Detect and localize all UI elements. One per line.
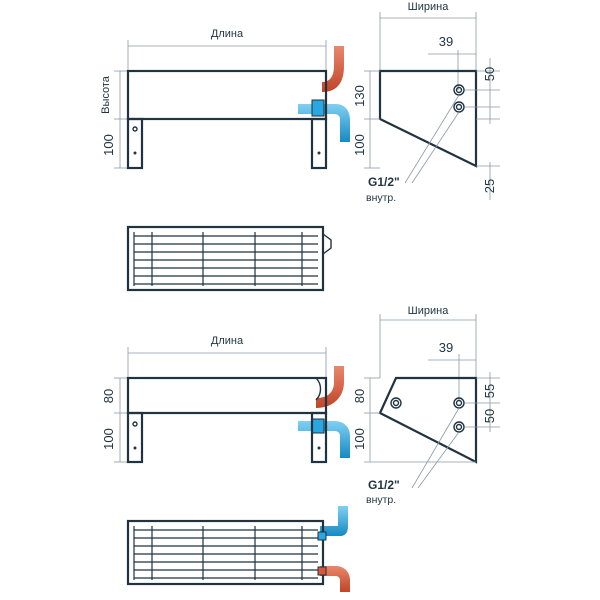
hot-pipe-2 — [316, 366, 344, 408]
length-label-2: Длина — [211, 335, 244, 347]
lower-connection-2 — [453, 421, 465, 433]
thread-label-2: G1/2" — [368, 478, 400, 492]
left-connection — [390, 397, 402, 409]
offset-25-value: 25 — [482, 179, 497, 193]
bottom-plan-view — [126, 506, 350, 592]
right-leg — [310, 117, 328, 170]
leg-height-value: 100 — [101, 134, 116, 156]
top-plan-view — [126, 225, 332, 292]
width-label: Ширина — [408, 1, 450, 13]
hot-pipe-3 — [320, 566, 350, 592]
convector-body-2 — [126, 376, 328, 415]
leg-100-value: 100 — [352, 134, 367, 156]
internal-label-2: внутр. — [366, 494, 396, 506]
cold-pipe — [298, 104, 350, 142]
height-label: Высота — [100, 75, 112, 114]
grille-connector — [322, 233, 332, 255]
length-label: Длина — [211, 28, 244, 40]
left-leg-2 — [126, 411, 144, 464]
offset-50-value-2: 50 — [482, 409, 497, 423]
offset-55-value: 55 — [482, 384, 497, 398]
offset-39-value-2: 39 — [439, 340, 453, 355]
top-side-view: Ширина 39 50 25 130 100 G1/2" внутр. — [352, 1, 500, 204]
upper-connection — [453, 84, 465, 96]
grille-frame — [126, 225, 325, 292]
lower-connection — [453, 101, 465, 113]
height-80-value-2: 80 — [352, 389, 367, 403]
width-label-2: Ширина — [408, 305, 450, 317]
top-front-view: Длина Высота 100 — [100, 28, 350, 170]
side-profile-2 — [378, 376, 478, 464]
right-leg-2 — [310, 411, 328, 464]
bottom-side-view: Ширина 39 80 100 55 50 G1/2" внутр. — [352, 305, 500, 506]
hot-pipe — [322, 46, 344, 92]
offset-39-value: 39 — [439, 34, 453, 49]
cold-pipe-3 — [320, 506, 348, 536]
left-leg — [126, 117, 144, 170]
offset-50-value: 50 — [482, 67, 497, 81]
internal-label: внутр. — [366, 192, 396, 204]
leg-100-value-2: 100 — [101, 428, 116, 450]
convector-body — [126, 69, 328, 121]
bottom-front-view: Длина 80 100 — [101, 335, 350, 464]
height-80-value: 80 — [101, 389, 116, 403]
leg-100-value-3: 100 — [352, 428, 367, 450]
grille-frame-2 — [126, 519, 325, 586]
thread-label: G1/2" — [368, 175, 400, 189]
height-130-value: 130 — [352, 85, 367, 107]
